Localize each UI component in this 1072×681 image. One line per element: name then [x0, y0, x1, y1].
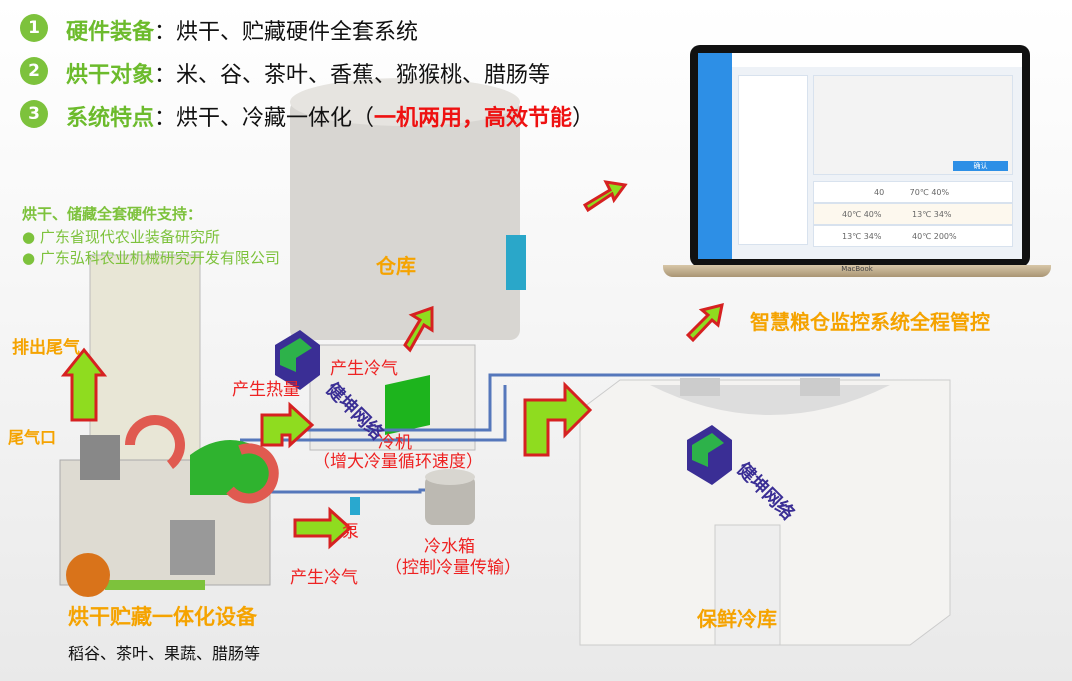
feature-text-end: ）	[572, 106, 595, 131]
chiller-label: 冷机	[378, 433, 412, 453]
dashboard-header	[732, 53, 1022, 67]
joinken-logo	[275, 330, 732, 485]
heat-label: 产生热量	[232, 380, 300, 400]
feature-characteristics: 系统特点：烘干、冷藏一体化（一机两用，高效节能）	[66, 100, 594, 132]
dashboard-sidebar	[698, 53, 732, 259]
laptop-base: MacBook	[663, 265, 1051, 277]
monitor-label: 智慧粮仓监控系统全程管控	[750, 310, 990, 334]
laptop-brand: MacBook	[841, 265, 873, 273]
warehouse-tank	[290, 78, 526, 340]
feature-text: ：烘干、贮藏硬件全套系统	[154, 20, 419, 45]
cold-air-label: 产生冷气	[290, 568, 358, 588]
step-3-badge: 3	[20, 100, 48, 128]
reading-row: 13℃ 34% 40℃ 200%	[813, 225, 1013, 247]
support-title: 烘干、储藏全套硬件支持：	[22, 205, 203, 223]
chiller-note: （增大冷量循环速度）	[313, 452, 483, 472]
water-tank	[425, 469, 475, 525]
water-tank-label: 冷水箱	[424, 537, 475, 557]
device-items: 稻谷、茶叶、果蔬、腊肠等	[68, 644, 261, 663]
warehouse-label: 仓库	[376, 254, 416, 278]
chiller-unit	[309, 344, 476, 451]
pump-label: 泵	[342, 522, 359, 542]
support-item-text: 广东弘科农业机械研究开发有限公司	[39, 249, 280, 267]
exhaust-port-label: 尾气口	[8, 428, 57, 447]
flow-arrows	[60, 180, 724, 550]
feature-highlight: 一机两用，高效节能	[374, 106, 573, 131]
reading-row: 40℃ 40% 13℃ 34%	[813, 203, 1013, 225]
pump	[350, 497, 360, 515]
feature-title: 系统特点	[66, 106, 155, 131]
cold-storage-label: 保鲜冷库	[697, 607, 777, 631]
support-item: ● 广东省现代农业装备研究所	[22, 228, 220, 246]
feature-title: 烘干对象	[66, 63, 155, 88]
device-title: 烘干贮藏一体化设备	[68, 605, 257, 629]
feature-title: 硬件装备	[66, 20, 155, 45]
exhaust-label: 排出尾气	[12, 338, 80, 358]
feature-objects: 烘干对象：米、谷、茶叶、香蕉、猕猴桃、腊肠等	[66, 57, 550, 89]
laptop-screen: 确认 40 70℃ 40% 40℃ 40% 13℃ 34% 13℃ 34% 40…	[690, 45, 1030, 267]
feature-hardware: 硬件装备：烘干、贮藏硬件全套系统	[66, 14, 418, 46]
reading-row: 40 70℃ 40%	[813, 181, 1013, 203]
dryer-list	[738, 75, 808, 245]
step-2-badge: 2	[20, 57, 48, 85]
step-1-badge: 1	[20, 14, 48, 42]
water-tank-note: （控制冷量传输）	[385, 558, 521, 578]
support-item: ● 广东弘科农业机械研究开发有限公司	[22, 249, 280, 267]
support-item-text: 广东省现代农业装备研究所	[39, 228, 220, 246]
feature-text: ：米、谷、茶叶、香蕉、猕猴桃、腊肠等	[154, 63, 551, 88]
confirm-button[interactable]: 确认	[953, 161, 1008, 171]
device-preview	[813, 75, 1013, 175]
dryer-tower	[59, 254, 271, 597]
monitoring-dashboard: 确认 40 70℃ 40% 40℃ 40% 13℃ 34% 13℃ 34% 40…	[698, 53, 1022, 259]
feature-text: ：烘干、冷藏一体化（	[154, 106, 375, 131]
cold-storage-box	[579, 378, 951, 646]
cold-air-label: 产生冷气	[330, 359, 398, 379]
